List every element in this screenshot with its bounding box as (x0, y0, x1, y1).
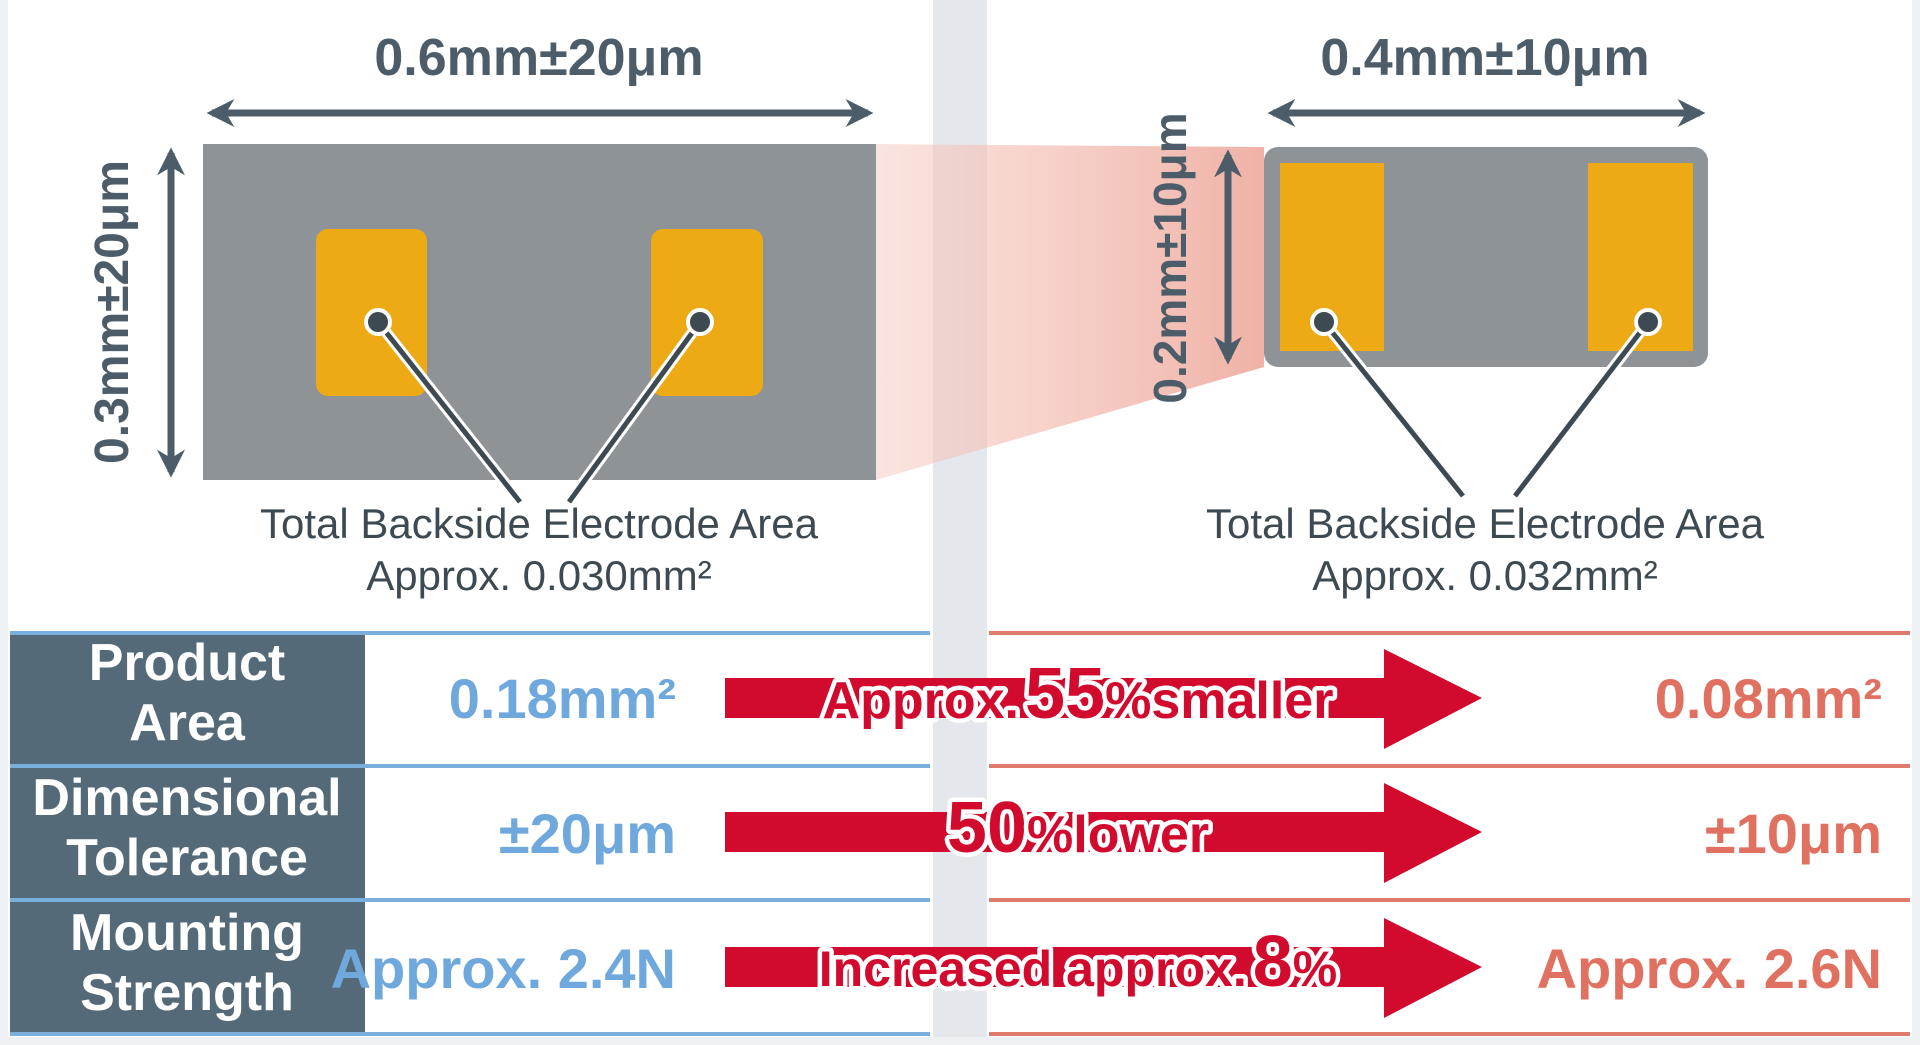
left-chip-body (203, 144, 876, 480)
row-header-line1: Dimensional (32, 769, 341, 827)
electrode-dot (1634, 308, 1662, 336)
zoom-projection (876, 144, 1264, 480)
change-arrow (725, 918, 1482, 1018)
change-label: Approx.55%smaller (823, 654, 1334, 734)
right-edge (1912, 0, 1920, 1045)
change-label: 50%lower (947, 788, 1209, 868)
change-arrow (725, 649, 1482, 749)
leader-line (1513, 320, 1650, 498)
row-header-line1: Product (89, 634, 285, 692)
old-value: Approx. 2.4N (331, 937, 676, 1000)
left-edge (0, 0, 8, 1045)
leader-line (1322, 320, 1465, 498)
right-chip: 0.4mm±10μm 0.2mm±10μm Total Backside Ele… (1144, 29, 1765, 599)
table-lines (10, 631, 1910, 1036)
old-value: 0.18mm² (449, 667, 676, 730)
row-header-line2: Strength (80, 964, 294, 1022)
right-height-label: 0.2mm±10μm (1144, 112, 1196, 403)
electrode-dot (686, 308, 714, 336)
change-label: Increased approx.8% (819, 922, 1337, 1002)
right-width-label: 0.4mm±10μm (1320, 29, 1649, 87)
right-caption-line2: Approx. 0.032mm² (1312, 552, 1657, 599)
left-width-label: 0.6mm±20μm (374, 29, 703, 87)
left-chip: 0.6mm±20μm 0.3mm±20μm Total Backside Ele… (86, 29, 876, 599)
left-caption-line1: Total Backside Electrode Area (260, 500, 819, 547)
table-row-dimensional-tolerance: Dimensional Tolerance ±20μm 50%lower ±10… (32, 769, 1882, 887)
row-header-line1: Mounting (70, 904, 304, 962)
comparison-table: Product Area 0.18mm² Approx.55%smaller 0… (10, 631, 1910, 1036)
row-header-line2: Area (129, 694, 246, 752)
change-arrow (725, 783, 1482, 883)
bottom-edge (0, 1037, 1920, 1045)
electrode-dot (364, 308, 392, 336)
new-value: 0.08mm² (1655, 667, 1882, 730)
table-header-column (10, 633, 365, 1035)
left-height-label: 0.3mm±20μm (86, 160, 139, 464)
left-caption-line2: Approx. 0.030mm² (366, 552, 711, 599)
table-row-mounting-strength: Mounting Strength Approx. 2.4N Increased… (70, 904, 1882, 1022)
leader-line (566, 320, 703, 504)
table-row-product-area: Product Area 0.18mm² Approx.55%smaller 0… (89, 634, 1882, 752)
old-value: ±20μm (499, 802, 676, 865)
new-value: Approx. 2.6N (1537, 937, 1882, 1000)
right-caption-line1: Total Backside Electrode Area (1206, 500, 1765, 547)
leader-line (376, 320, 522, 504)
electrode-dot (1310, 308, 1338, 336)
new-value: ±10μm (1705, 802, 1882, 865)
row-header-line2: Tolerance (66, 829, 308, 887)
